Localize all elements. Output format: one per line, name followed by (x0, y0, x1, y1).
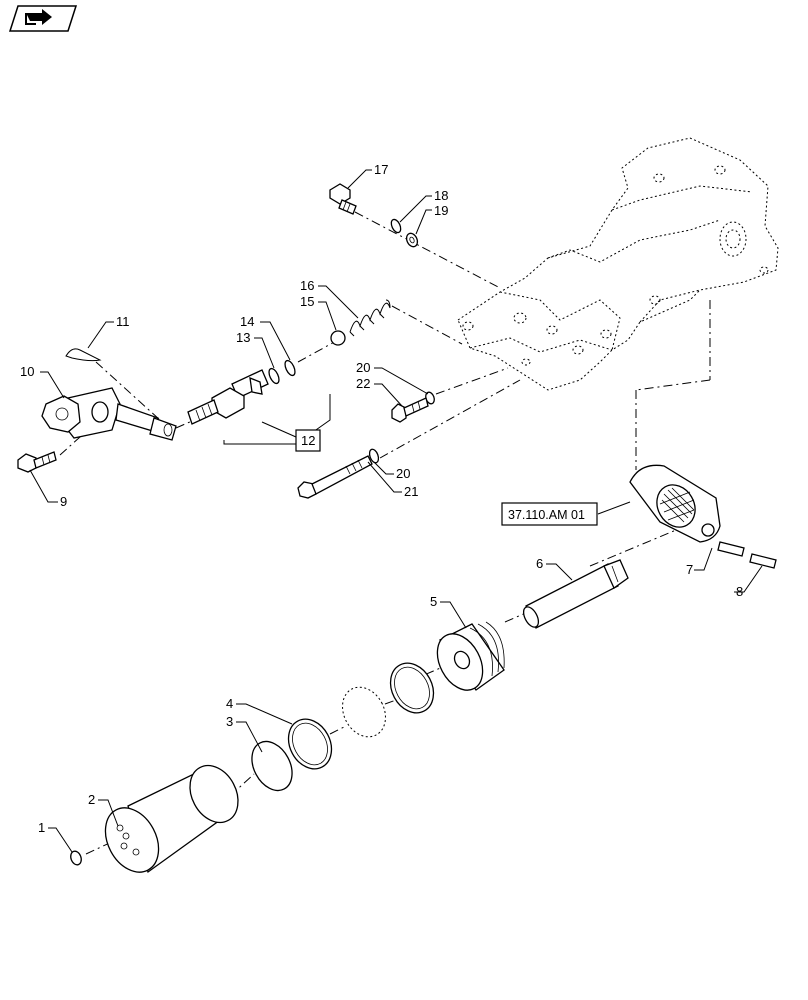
callout-8: 8 (736, 584, 743, 599)
piston-seal-ring (389, 662, 435, 714)
callout-16: 16 (300, 278, 314, 293)
part-12-valve-assembly (187, 369, 269, 425)
part-16-spring (349, 299, 391, 337)
callout-21: 21 (404, 484, 418, 499)
callout-5: 5 (430, 594, 437, 609)
callout-15: 15 (300, 294, 314, 309)
assembly-centre-lines (59, 211, 711, 855)
callout-14: 14 (240, 314, 254, 329)
callout-19: 19 (434, 203, 448, 218)
part-13-o-ring (268, 367, 280, 385)
callout-2: 2 (88, 792, 95, 807)
part-21-long-bolt (297, 455, 373, 499)
callout-20-upper: 20 (356, 360, 370, 375)
callout-18: 18 (434, 188, 448, 203)
callout-10: 10 (20, 364, 34, 379)
part-10-control-valve-cover (41, 387, 177, 441)
callout-12-box[interactable]: 12 (295, 429, 321, 452)
callout-20-lower: 20 (396, 466, 410, 481)
part-7-pin (717, 541, 745, 557)
part-8-pin (749, 553, 777, 569)
callout-3: 3 (226, 714, 233, 729)
part-9-bolt (17, 451, 57, 473)
callout-11: 11 (116, 314, 130, 329)
callout-1: 1 (38, 820, 45, 835)
callout-9: 9 (60, 494, 67, 509)
reference-link-label: 37.110.AM 01 (508, 508, 585, 522)
part-11-clip (65, 348, 102, 362)
callout-6: 6 (536, 556, 543, 571)
return-arrow-icon[interactable] (8, 5, 78, 32)
part-6-piston-rod (522, 559, 629, 629)
callout-17: 17 (374, 162, 388, 177)
part-17-screw (329, 183, 357, 215)
part-4-back-up-ring (287, 718, 333, 770)
part-14-back-up-ring (284, 359, 296, 377)
callout-4: 4 (226, 696, 233, 711)
part-20-washer-lower (368, 448, 380, 464)
hydraulic-lift-housing (457, 137, 779, 391)
part-15-ball (330, 330, 346, 346)
callout-labels: 17 18 19 16 15 14 13 11 10 9 20 22 20 21… (20, 162, 743, 835)
part-1-o-ring (70, 850, 82, 866)
part-5-piston (436, 621, 505, 691)
callout-13: 13 (236, 330, 250, 345)
callout-22: 22 (356, 376, 370, 391)
part-22-bolt (391, 397, 429, 423)
cylinder-housing-reference-part (629, 464, 721, 543)
callout-7: 7 (686, 562, 693, 577)
callout-12: 12 (301, 433, 315, 448)
part-18-ring (390, 218, 402, 234)
part-2-cylinder (104, 764, 239, 874)
reference-link-box[interactable]: 37.110.AM 01 (501, 502, 598, 526)
part-19-washer (405, 232, 419, 248)
dotted-reference-ring (342, 686, 386, 738)
part-3-o-ring (251, 740, 293, 792)
callout-leader-lines (29, 169, 763, 853)
